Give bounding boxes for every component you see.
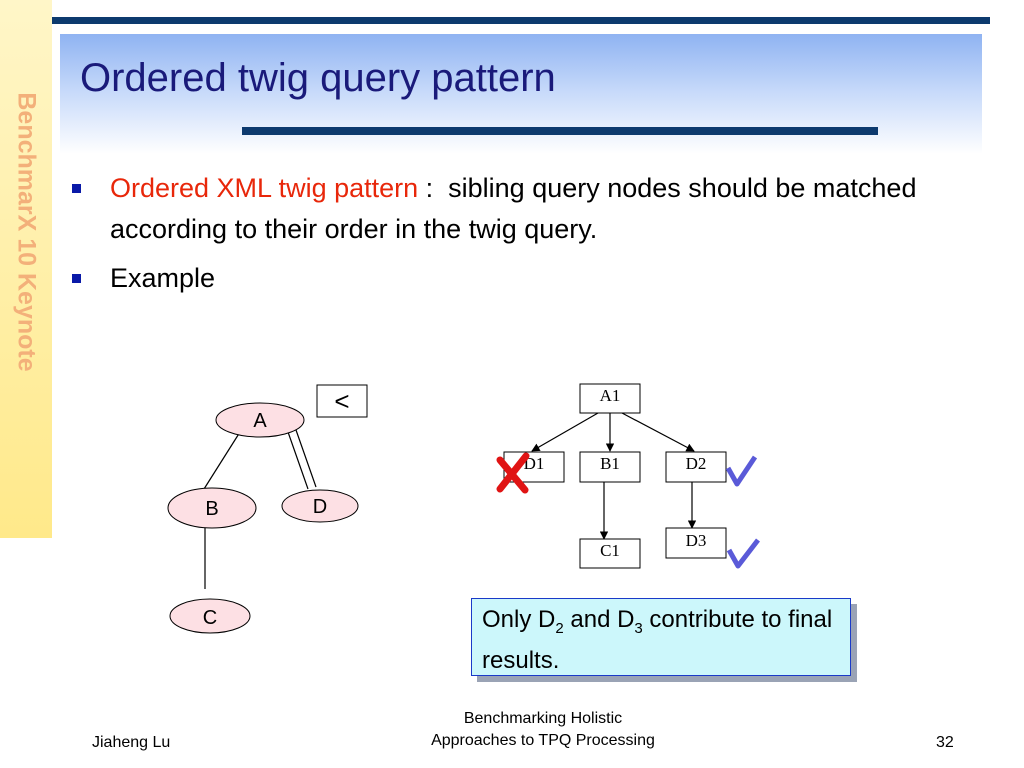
- doc-node-d2: [665, 451, 727, 483]
- note-suffix: contribute to final results.: [482, 606, 833, 674]
- bullet-highlight: Ordered XML twig pattern: [110, 173, 419, 203]
- query-node-c-label: C: [203, 607, 217, 629]
- checkmark-icon: [726, 538, 760, 569]
- footer-title-line2: Approaches to TPQ Processing: [431, 732, 655, 749]
- navy-underline: [242, 127, 878, 135]
- query-node-a: [215, 402, 305, 438]
- query-node-a-label: A: [253, 410, 267, 432]
- order-symbol-box: [316, 384, 368, 418]
- edge-a-b: [203, 431, 241, 490]
- query-node-b-label: B: [205, 498, 218, 520]
- doc-node-c1-label: C1: [600, 541, 620, 560]
- footer-talk-title: Benchmarking Holistic Approaches to TPQ …: [388, 708, 698, 752]
- query-node-c: [169, 598, 251, 634]
- edge-a-d-1: [287, 431, 309, 490]
- doc-node-d1-label: D1: [524, 454, 545, 473]
- query-node-b: [167, 487, 257, 529]
- doc-node-a1: [579, 383, 641, 414]
- edge-a1-d1: [531, 412, 599, 452]
- doc-node-c1: [579, 538, 641, 569]
- doc-node-d3: [665, 527, 727, 559]
- slide-title: Ordered twig query pattern: [80, 56, 556, 100]
- doc-node-b1-label: B1: [600, 454, 620, 473]
- doc-node-b1: [579, 451, 641, 483]
- query-node-d: [281, 489, 359, 523]
- bullet-square-icon: [72, 274, 81, 283]
- edge-a1-d2: [621, 412, 695, 452]
- footer-title-line1: Benchmarking Holistic: [463, 710, 623, 727]
- bullet-ordered-pattern: Ordered XML twig pattern : sibling query…: [70, 168, 1010, 250]
- sidebar-band: [0, 0, 52, 538]
- note-prefix: Only D: [482, 606, 556, 633]
- result-note: Only D2 and D3 contribute to final resul…: [471, 598, 851, 676]
- cross-icon: [496, 452, 530, 494]
- query-node-d-label: D: [313, 496, 327, 518]
- bullet-text: Example: [110, 263, 216, 293]
- note-sub-3: 3: [634, 619, 643, 637]
- query-twig: A B D C <: [167, 384, 368, 634]
- note-sub-2: 2: [555, 619, 564, 637]
- doc-node-d2-label: D2: [686, 454, 707, 473]
- bullet-example: Example: [70, 258, 1010, 299]
- footer-author: Jiaheng Lu: [92, 734, 171, 751]
- bullet-square-icon: [72, 184, 81, 193]
- bullet-text: sibling query nodes should be matched ac…: [110, 173, 917, 244]
- footer-page-number: 32: [936, 734, 954, 751]
- note-middle: and D: [563, 606, 635, 633]
- bullet-separator: :: [418, 173, 449, 203]
- checkmark-icon: [725, 455, 758, 487]
- document-tree: A1 D1 B1 D2 C1 D3: [496, 383, 760, 569]
- doc-node-a1-label: A1: [600, 386, 621, 405]
- doc-node-d3-label: D3: [686, 531, 707, 550]
- edge-a-d-2: [295, 429, 317, 488]
- order-symbol: <: [334, 386, 349, 416]
- top-divider: [52, 17, 990, 24]
- bullet-list: Ordered XML twig pattern : sibling query…: [70, 168, 1010, 299]
